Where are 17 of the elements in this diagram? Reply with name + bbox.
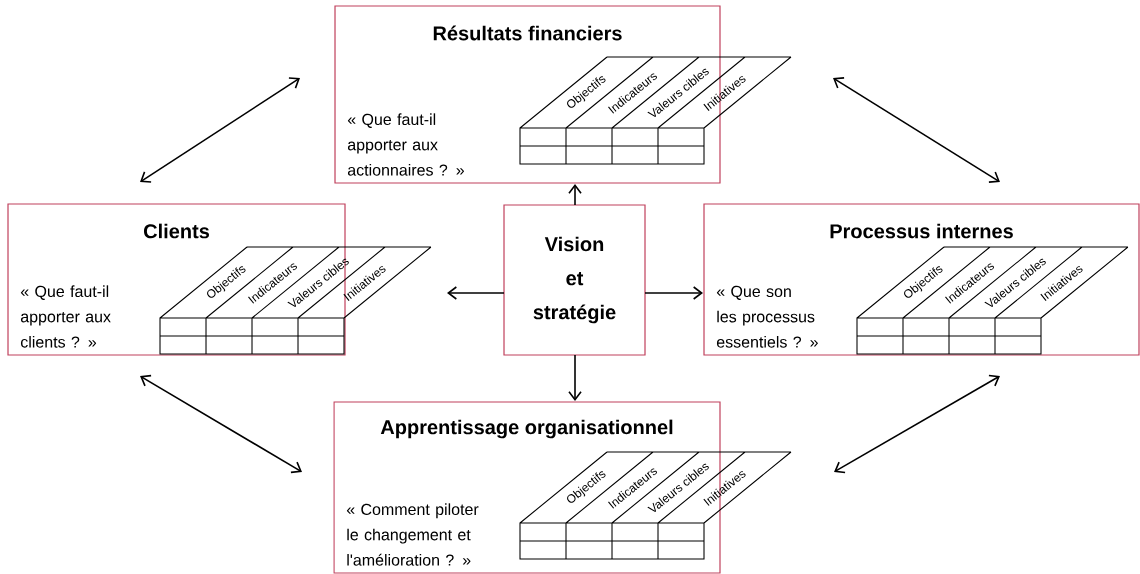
heading: Apprentissage organisationnel [380, 419, 673, 439]
arrow [140, 77, 300, 183]
question-text: « Que faut-il apporter aux actionnaires ? » [347, 113, 464, 176]
arrow [140, 374, 302, 474]
arrow [644, 286, 703, 300]
question-text: « Que son les processus essentiels ? » [716, 285, 818, 348]
heading: Clients [144, 223, 209, 239]
vision-box: Vision et stratégie [503, 204, 646, 356]
arrow [833, 77, 1000, 183]
arrow [568, 354, 582, 401]
arrow [834, 374, 1000, 474]
heading: Processus internes [830, 223, 1013, 239]
question-text: « Comment piloter le changement et l'amélioration ? » [346, 503, 479, 566]
question-text: « Que faut-il apporter aux clients ? » [20, 285, 111, 348]
arrow [447, 286, 505, 300]
heading: Résultats financiers [433, 25, 622, 41]
arrow [568, 184, 582, 206]
